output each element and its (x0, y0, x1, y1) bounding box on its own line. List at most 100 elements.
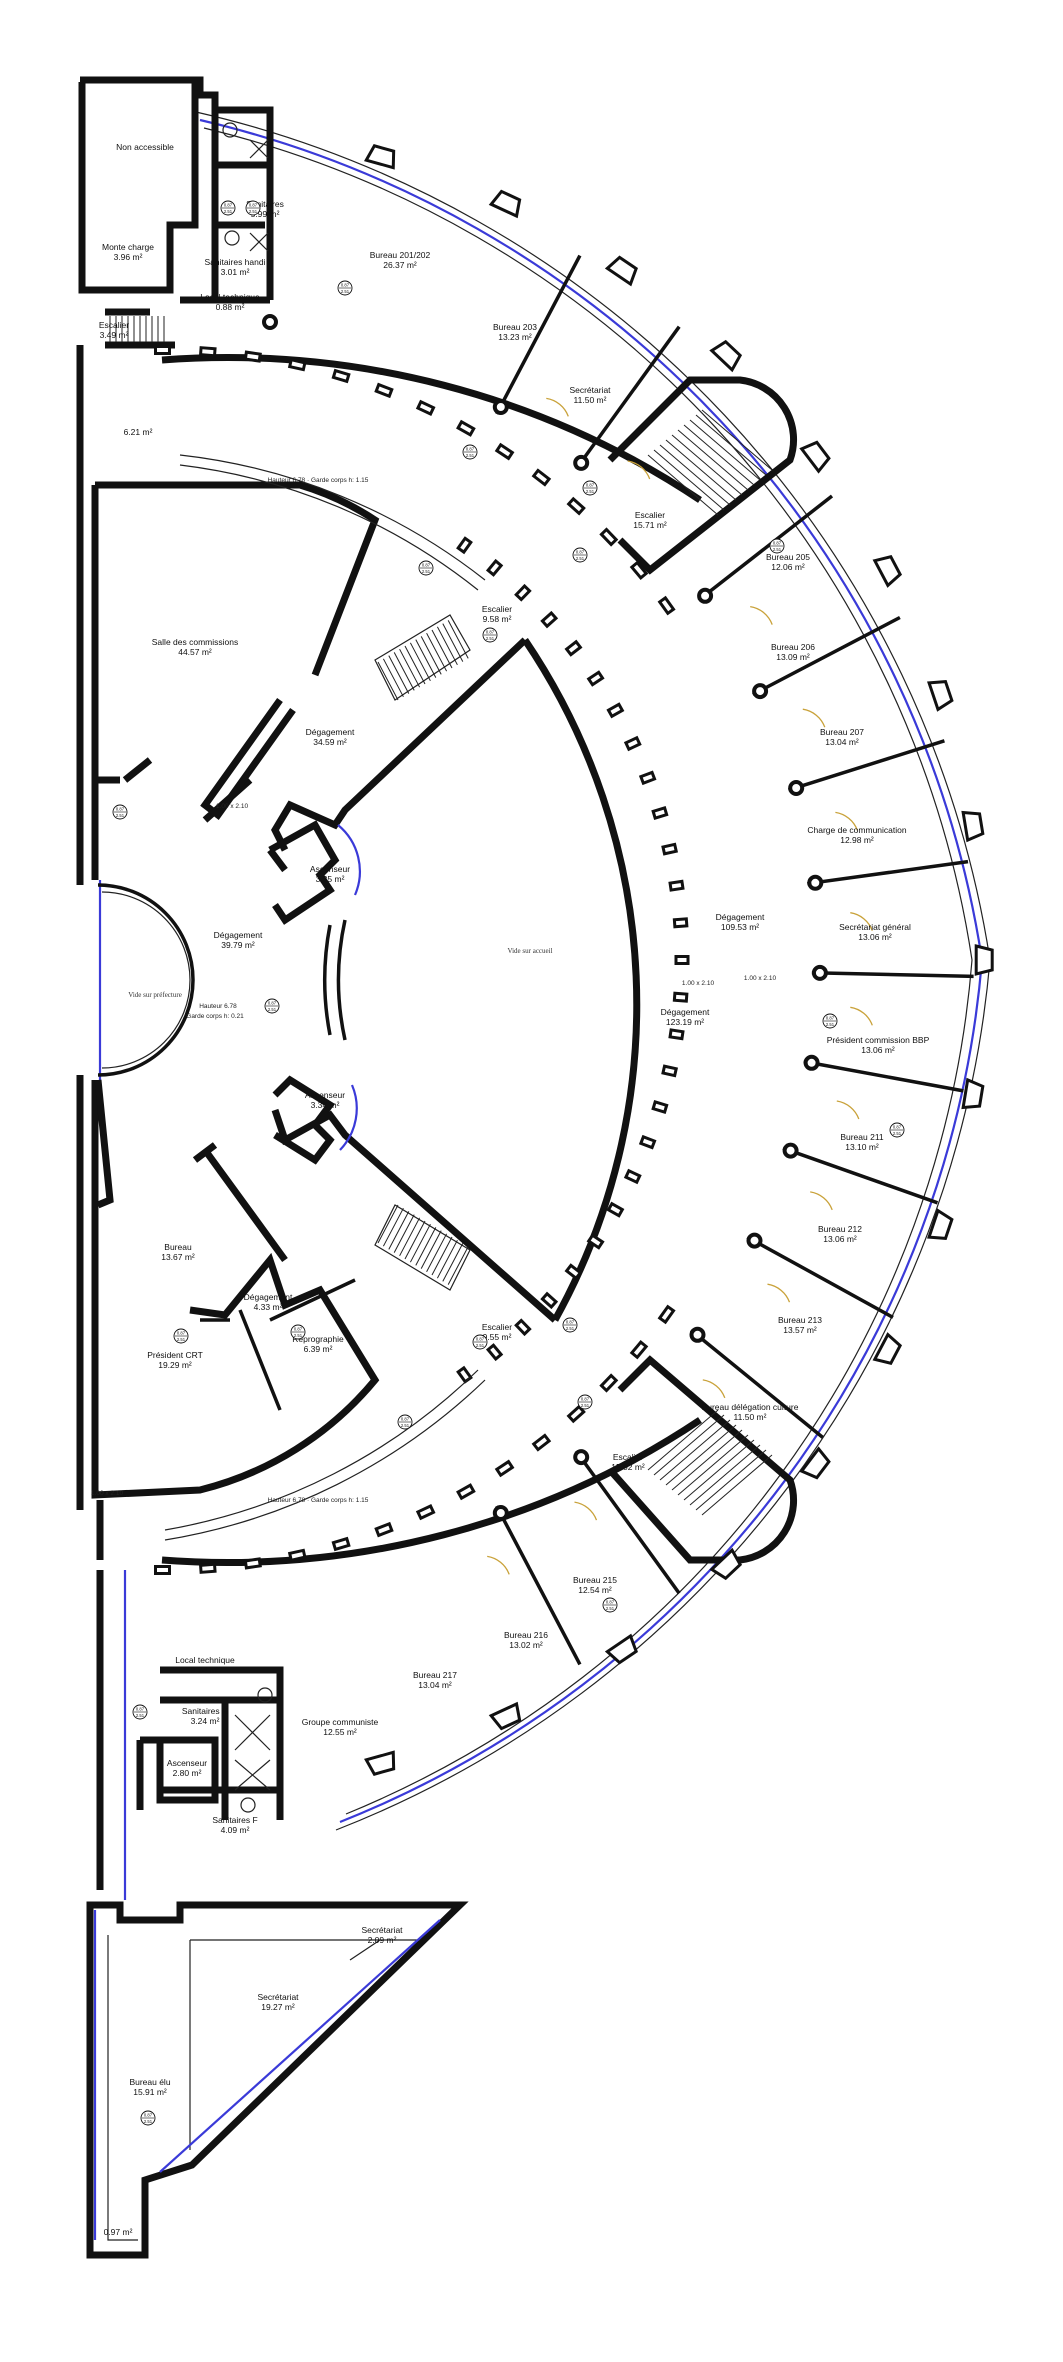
void-label: Vide sur accueil (507, 947, 552, 955)
stair-tread (415, 639, 437, 678)
corridor-pier (494, 442, 515, 461)
inner-ring-pier (586, 1233, 605, 1250)
facade-pier (974, 944, 994, 976)
facade-pier (709, 339, 743, 373)
tag-value-bottom: 2.51 (466, 453, 475, 458)
room-name: Bureau 206 (771, 642, 815, 652)
inner-ring-pier (623, 1168, 642, 1185)
office-column (752, 683, 769, 700)
stair-tread (404, 645, 426, 685)
tag-value-top: 0.87 (606, 1600, 615, 1605)
door-swing (702, 1379, 726, 1399)
door-swing (836, 1100, 860, 1120)
office-partition (746, 1235, 894, 1319)
stair-tread (447, 1246, 469, 1285)
crt-partition (200, 1309, 282, 1411)
facade-pier (799, 1446, 831, 1480)
office-partition (751, 615, 901, 697)
office-ring-inner-arc-south (161, 1417, 702, 1566)
dimension-label: 1.00 x 2.10 (216, 803, 249, 810)
room-name: Groupe communiste (302, 1717, 379, 1727)
room-area: 6.39 m² (304, 1344, 333, 1354)
room-area: 0.88 m² (216, 302, 245, 312)
crt-block (91, 1079, 380, 1499)
room-area: 15.71 m² (633, 520, 667, 530)
balustrade-north-2 (179, 464, 479, 591)
inner-ring-pier (672, 991, 689, 1003)
facade-pier (872, 554, 903, 588)
room-name: Escalier (482, 604, 512, 614)
office-partition (803, 1059, 964, 1093)
room-name: Sanitaires F (212, 1815, 257, 1825)
tag-value-top: 0.87 (249, 203, 258, 208)
stair-tread (665, 439, 737, 501)
auditorium-arc-b (322, 924, 332, 1036)
west-facade (76, 76, 469, 2259)
ceiling-height-tag: 0.872.51 (482, 627, 498, 643)
room-area: 3.49 m² (100, 330, 129, 340)
sanitary-south-walls (160, 1666, 284, 1820)
corridor-pier (599, 527, 619, 547)
corridor-pier (629, 1339, 649, 1360)
tag-value-top: 0.87 (826, 1016, 835, 1021)
balustrade-south-2 (164, 1369, 479, 1531)
void-half-circle (97, 883, 195, 1077)
ceiling-height-tag: 0.872.51 (337, 280, 353, 296)
room-area: 3.24 m² (191, 1716, 220, 1726)
door-swing (627, 460, 651, 480)
corridor-pier (243, 350, 262, 363)
room-name: Ascenseur (310, 864, 350, 874)
facade-pier (364, 144, 396, 170)
office-partition (807, 859, 969, 886)
wc-fixture-2 (224, 230, 240, 246)
office-column (782, 1142, 799, 1159)
room-name: Bureau 205 (766, 552, 810, 562)
corridor-pier (154, 345, 171, 355)
room-name: Bureau 213 (778, 1315, 822, 1325)
void-half-circle-inner (101, 891, 191, 1069)
door-swing (802, 708, 826, 728)
corridor-pier (599, 1373, 619, 1393)
corridor-pier (331, 1536, 351, 1552)
room-area: 13.06 m² (823, 1234, 857, 1244)
tag-value-top: 0.87 (136, 1707, 145, 1712)
stair-tread (683, 424, 755, 486)
room-area: 5.99 m² (251, 209, 280, 219)
facade-pier (709, 1547, 743, 1581)
corridor-pier (531, 1433, 552, 1452)
stair-tread (409, 642, 431, 682)
stair-tread (677, 1434, 749, 1496)
central-void (271, 637, 641, 1323)
facade-inner-arc (203, 127, 973, 1815)
corridor-pier (456, 1483, 476, 1501)
ceiling-height-tag: 0.872.51 (418, 560, 434, 576)
room-name: Dégagement (214, 930, 263, 940)
room-name: Dégagement (716, 912, 765, 922)
tag-value-top: 0.87 (144, 2113, 153, 2118)
elevator-south (272, 1075, 336, 1165)
stairs (105, 308, 798, 1564)
stair-tread (647, 454, 719, 516)
room-name: Non accessible (116, 142, 174, 152)
stair-tread (382, 1207, 404, 1247)
stair-tread (659, 1419, 731, 1481)
room-area: 15.02 m² (611, 1462, 645, 1472)
office-column (811, 964, 828, 981)
stair-tread (689, 419, 761, 481)
inner-ring-pier (586, 670, 605, 687)
door-swing (835, 811, 859, 831)
room-area: 2.80 m² (173, 1768, 202, 1778)
corridor-pier (566, 496, 586, 516)
stair-west-treads (109, 316, 165, 342)
tag-value-bottom: 2.51 (586, 489, 595, 494)
corridor-pier (657, 595, 676, 616)
elevator-south-west (136, 1736, 219, 1810)
tag-value-top: 0.87 (224, 203, 233, 208)
corridor-pier (629, 560, 649, 581)
room-name: Local technique (200, 292, 260, 302)
room-name: Sanitaires H (182, 1706, 228, 1716)
corridor-pier (287, 357, 307, 372)
corridor-pier (198, 1562, 217, 1574)
door-swing (487, 1555, 510, 1575)
